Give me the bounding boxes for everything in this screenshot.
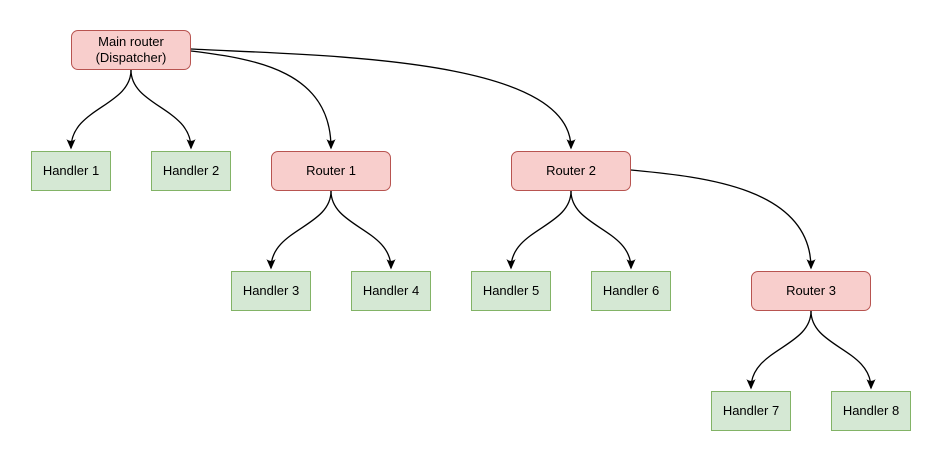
node-handler-7-label: Handler 7	[722, 403, 780, 418]
edge-router-1-to-handler-4	[330, 190, 396, 270]
node-handler-4: Handler 4	[351, 271, 431, 311]
edge-router-2-to-router-3	[630, 169, 816, 270]
node-handler-8: Handler 8	[831, 391, 911, 431]
node-handler-4-label: Handler 4	[362, 283, 420, 298]
edge-router-2-to-handler-6	[570, 190, 636, 270]
node-handler-2-label: Handler 2	[162, 163, 220, 178]
node-main-router-label: Main router (Dispatcher)	[95, 34, 167, 65]
node-router-3: Router 3	[751, 271, 871, 311]
node-router-3-label: Router 3	[786, 283, 836, 298]
node-router-1-label: Router 1	[306, 163, 356, 178]
node-handler-5: Handler 5	[471, 271, 551, 311]
node-router-2-label: Router 2	[546, 163, 596, 178]
node-handler-1: Handler 1	[31, 151, 111, 191]
node-handler-2: Handler 2	[151, 151, 231, 191]
edge-main-router-to-handler-2	[130, 69, 196, 150]
node-handler-6-label: Handler 6	[602, 283, 660, 298]
edge-main-router-to-handler-1	[66, 69, 132, 150]
node-handler-5-label: Handler 5	[482, 283, 540, 298]
node-handler-7: Handler 7	[711, 391, 791, 431]
node-router-1: Router 1	[271, 151, 391, 191]
edge-router-1-to-handler-3	[266, 190, 332, 270]
edge-router-2-to-handler-5	[506, 190, 572, 270]
node-handler-3-label: Handler 3	[242, 283, 300, 298]
node-handler-3: Handler 3	[231, 271, 311, 311]
edge-main-router-to-router-2	[190, 48, 576, 150]
node-main-router: Main router (Dispatcher)	[71, 30, 191, 70]
node-handler-6: Handler 6	[591, 271, 671, 311]
node-handler-1-label: Handler 1	[42, 163, 100, 178]
edge-router-3-to-handler-8	[810, 310, 876, 390]
node-handler-8-label: Handler 8	[842, 403, 900, 418]
edge-router-3-to-handler-7	[746, 310, 812, 390]
node-router-2: Router 2	[511, 151, 631, 191]
edge-main-router-to-router-1	[190, 50, 336, 150]
